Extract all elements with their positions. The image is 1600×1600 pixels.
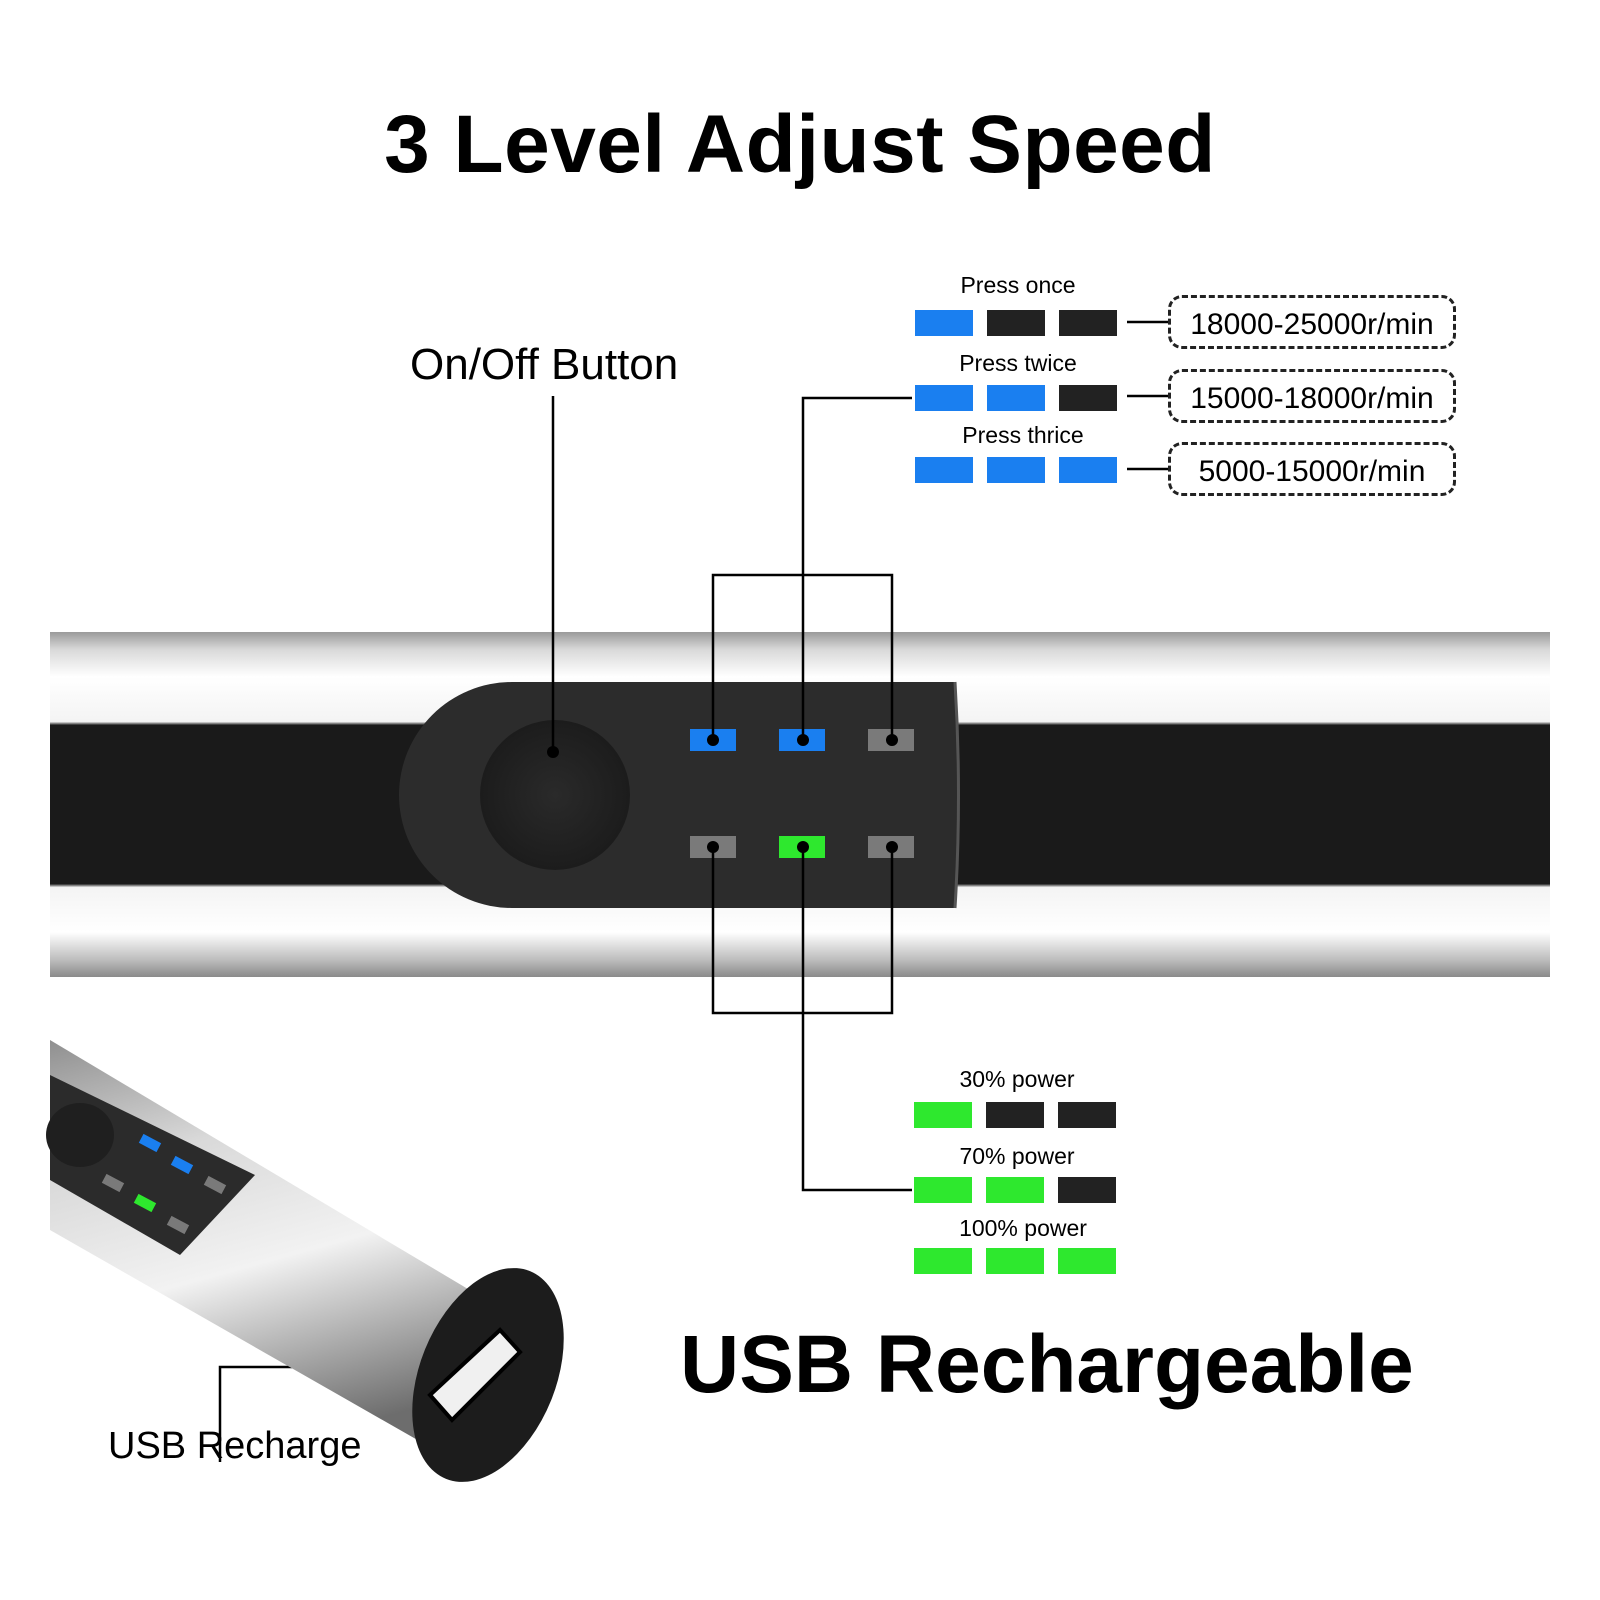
speed-range-box: 5000-15000r/min [1168, 442, 1456, 496]
power-segment [986, 1177, 1044, 1203]
power-segment [914, 1248, 972, 1274]
speed-segment [915, 457, 973, 483]
speed-level-label: Press twice [959, 350, 1077, 376]
usb-rechargeable-heading: USB Rechargeable [680, 1319, 1414, 1410]
power-segment [1058, 1102, 1116, 1128]
pen-closeup [46, 1040, 564, 1482]
speed-range-box: 18000-25000r/min [1168, 295, 1456, 349]
usb-recharge-label: USB Recharge [108, 1425, 362, 1467]
power-segment [986, 1248, 1044, 1274]
on-off-button-label: On/Off Button [410, 340, 679, 389]
speed-level-label: Press once [960, 272, 1076, 298]
speed-range-box: 15000-18000r/min [1168, 369, 1456, 423]
page-title: 3 Level Adjust Speed [384, 99, 1216, 190]
leader-lines [218, 320, 1168, 1462]
power-segment [986, 1102, 1044, 1128]
speed-segment [987, 310, 1045, 336]
speed-segment [987, 385, 1045, 411]
power-segment [1058, 1248, 1116, 1274]
speed-level-label: Press thrice [962, 422, 1084, 448]
speed-segment [915, 385, 973, 411]
power-level-label: 70% power [959, 1143, 1075, 1169]
speed-segment [1059, 310, 1117, 336]
speed-segment [1059, 385, 1117, 411]
on-off-button [480, 720, 630, 870]
power-level-label: 30% power [959, 1066, 1075, 1092]
power-segment [914, 1177, 972, 1203]
power-segment [914, 1102, 972, 1128]
power-segment [1058, 1177, 1116, 1203]
speed-segment [987, 457, 1045, 483]
power-level-label: 100% power [959, 1215, 1087, 1241]
speed-segment [1059, 457, 1117, 483]
speed-segment [915, 310, 973, 336]
